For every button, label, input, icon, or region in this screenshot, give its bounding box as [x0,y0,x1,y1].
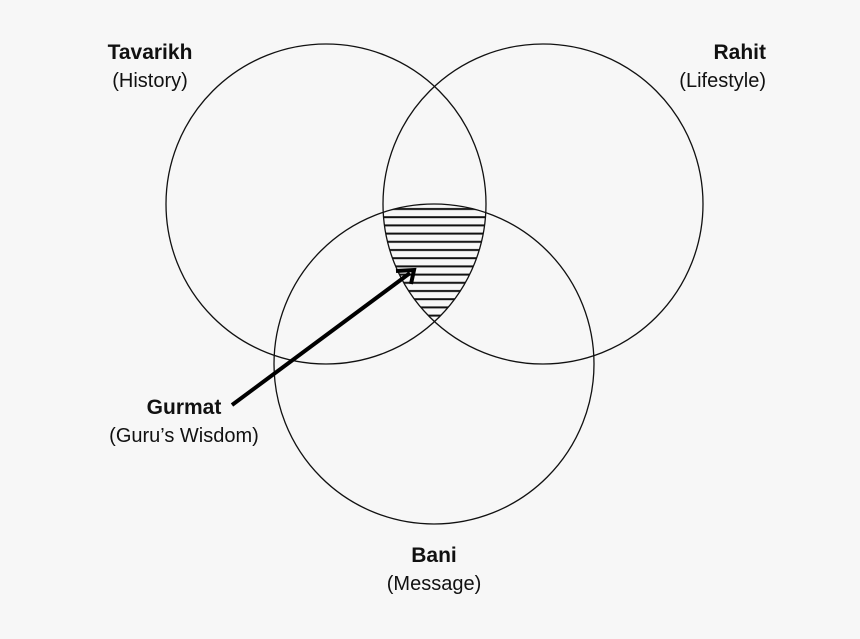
label-tavarikh-subtitle: (History) [112,70,188,92]
label-rahit: Rahit (Lifestyle) [640,38,766,96]
label-gurmat-title: Gurmat [146,396,222,419]
circle-rahit [382,43,704,365]
arrow-icon [230,267,417,407]
label-rahit-subtitle: (Lifestyle) [679,70,766,92]
label-tavarikh-title: Tavarikh [107,41,193,64]
circle-tavarikh [165,43,487,365]
label-tavarikh: Tavarikh (History) [90,38,210,96]
label-bani: Bani (Message) [364,541,504,599]
label-rahit-title: Rahit [713,41,767,64]
label-bani-title: Bani [411,544,457,567]
circle-bani [273,203,595,525]
label-gurmat: Gurmat (Guru’s Wisdom) [86,393,282,451]
label-bani-subtitle: (Message) [386,573,482,595]
label-gurmat-subtitle: (Guru’s Wisdom) [109,425,259,447]
